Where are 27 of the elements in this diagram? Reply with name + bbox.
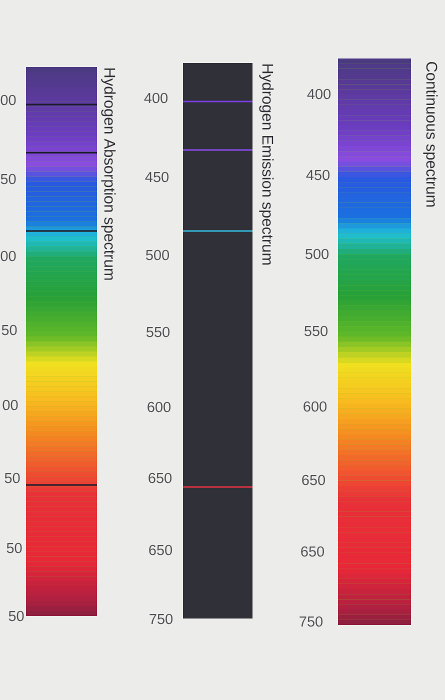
scale-label: 50 xyxy=(4,472,20,484)
scale-label: 750 xyxy=(150,614,173,624)
scale-label: 00 xyxy=(0,250,16,262)
scale-label: 550 xyxy=(146,326,170,338)
scale-label: 50 xyxy=(6,542,22,554)
scale-label: 650 xyxy=(148,472,172,484)
scale-label: 400 xyxy=(307,88,331,100)
scale-label: 50 xyxy=(2,324,17,336)
scale-label: 00 xyxy=(2,400,18,410)
scale-label: 50 xyxy=(0,174,16,184)
scale-label: 600 xyxy=(304,401,327,412)
spectrum-title: Hydrogen Emission spectrum xyxy=(259,64,274,265)
scale-label: 650 xyxy=(301,546,324,557)
spectrum-title: Hydrogen Absorption spectrum xyxy=(101,68,116,280)
scale-label: 450 xyxy=(145,172,169,182)
scale-label: 50 xyxy=(8,610,24,622)
scale-label: 400 xyxy=(144,92,168,104)
scale-label: 600 xyxy=(148,402,171,412)
scale-label: 450 xyxy=(306,170,330,180)
scale-label: 500 xyxy=(146,250,170,260)
scale-label: 550 xyxy=(304,326,328,336)
spectrum-title: Continuous spectrum xyxy=(423,62,438,207)
scale-label: 750 xyxy=(300,616,323,627)
scale-label: 650 xyxy=(302,474,326,486)
scale-label: 00 xyxy=(0,94,16,106)
scale-label: 650 xyxy=(149,544,172,556)
scale-label: 500 xyxy=(305,248,329,260)
